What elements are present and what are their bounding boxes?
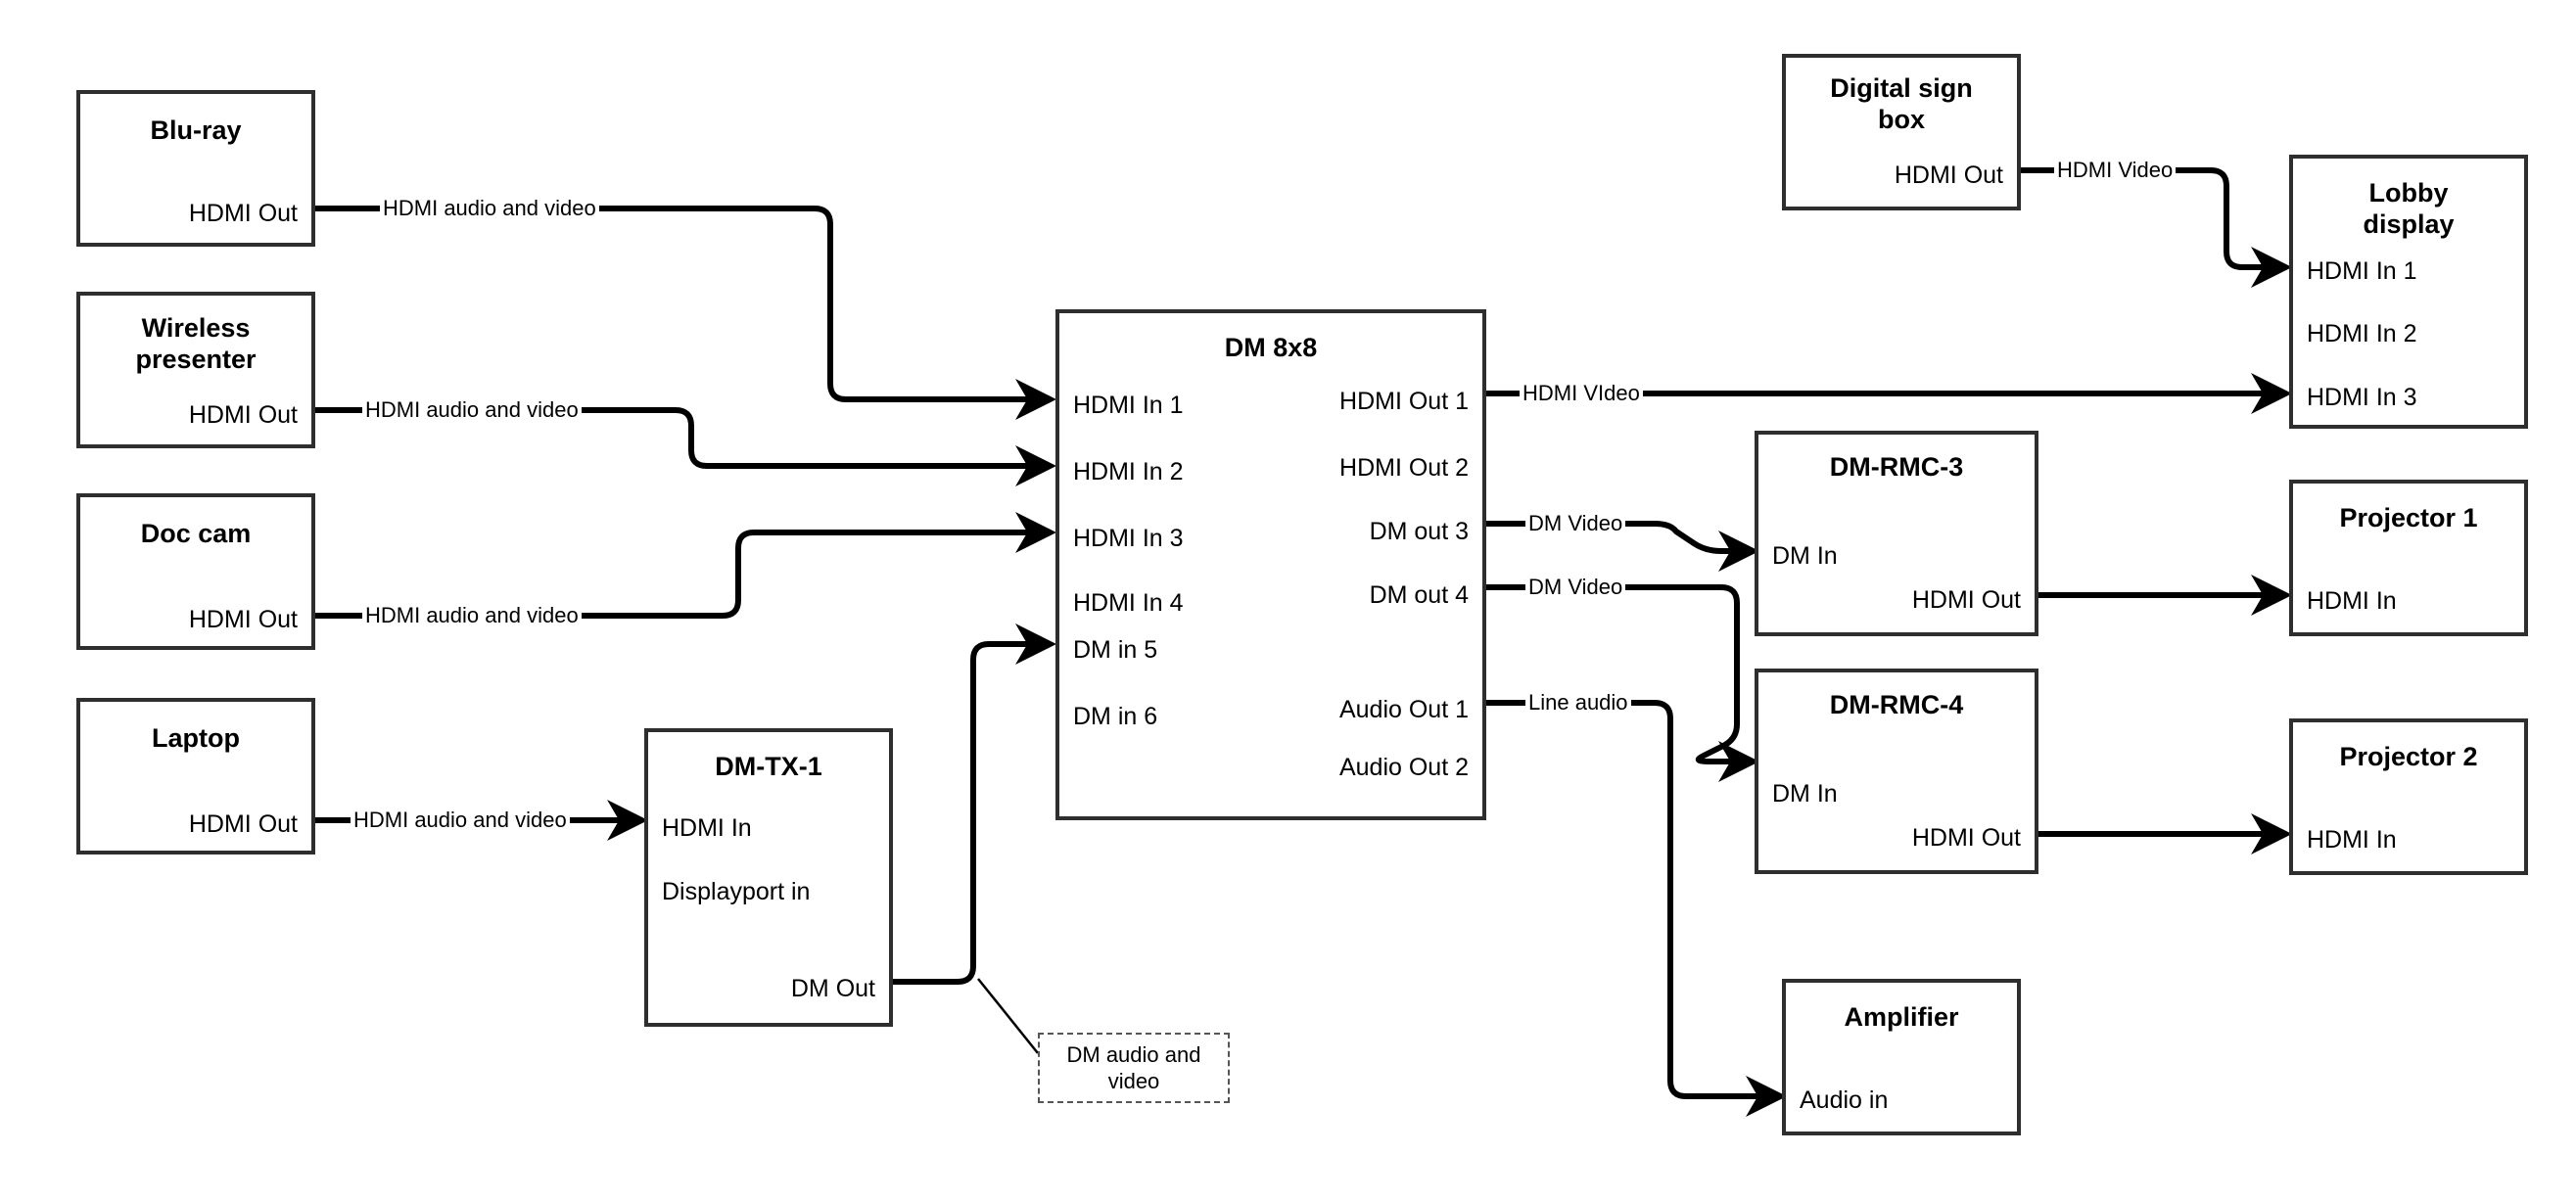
node-dm-rmc-4[interactable]: DM-RMC-4 DM In HDMI Out [1755,669,2038,874]
node-projector-2[interactable]: Projector 2 HDMI In [2289,718,2528,875]
edge-label-audio-out-1-to-amplifier: Line audio [1525,692,1631,714]
node-lobby-display-title-line1: Lobby [2368,178,2449,208]
node-digital-sign-box-port-hdmi-out[interactable]: HDMI Out [1894,162,2003,189]
node-dm-tx-1-port-dm-out[interactable]: DM Out [790,975,875,1002]
wire-dmtx1-to-dm-in-5 [893,624,1056,985]
wire-audio-out-1-to-amplifier [1486,700,1787,1117]
wire-dm-out-3-to-dmrmc3 [1486,521,1759,572]
edge-label-dm-out-3-to-dmrmc3: DM Video [1525,513,1626,534]
node-dm-8x8-port-hdmi-in-3[interactable]: HDMI In 3 [1073,525,1184,552]
edge-label-laptop-to-dmtx1: HDMI audio and video [351,809,570,831]
node-dm-tx-1-port-displayport-in[interactable]: Displayport in [662,878,811,905]
node-projector-2-port-hdmi-in[interactable]: HDMI In [2307,826,2397,854]
node-dm-8x8-port-dm-in-5[interactable]: DM in 5 [1073,636,1158,664]
wire-bluray-to-dm-hdmi-in-1 [315,206,1056,420]
node-bluray[interactable]: Blu-ray HDMI Out [76,90,315,247]
node-laptop-port-hdmi-out[interactable]: HDMI Out [188,810,298,838]
wire-doccam-to-dm-hdmi-in-3 [315,512,1056,619]
node-doc-cam-title: Doc cam [140,519,252,548]
edge-label-wireless-to-dm: HDMI audio and video [362,399,582,421]
node-digital-sign-box-title-line1: Digital sign [1830,73,1973,103]
node-projector-1[interactable]: Projector 1 HDMI In [2289,480,2528,636]
node-dm-tx-1[interactable]: DM-TX-1 HDMI In Displayport in DM Out [644,728,893,1027]
node-amplifier-title: Amplifier [1844,1002,1959,1032]
node-lobby-display-title-line2: display [2363,209,2455,239]
node-dm-rmc-4-port-hdmi-out[interactable]: HDMI Out [1911,824,2021,852]
node-dm-tx-1-title: DM-TX-1 [715,752,822,781]
node-dm-rmc-4-port-dm-in[interactable]: DM In [1772,780,1838,808]
node-dm-8x8-port-hdmi-out-1[interactable]: HDMI Out 1 [1339,388,1469,415]
node-projector-1-port-hdmi-in[interactable]: HDMI In [2307,587,2397,615]
edge-label-bluray-to-dm: HDMI audio and video [380,198,599,219]
node-dm-tx-1-port-hdmi-in[interactable]: HDMI In [662,814,752,842]
node-dm-rmc-3[interactable]: DM-RMC-3 DM In HDMI Out [1755,431,2038,636]
node-amplifier-port-audio-in[interactable]: Audio in [1800,1086,1889,1114]
node-wireless-presenter-title-line1: Wireless [141,313,251,343]
node-dm-8x8-port-dm-out-4[interactable]: DM out 4 [1369,581,1469,609]
node-dm-8x8-port-hdmi-in-1[interactable]: HDMI In 1 [1073,392,1184,419]
node-dm-8x8-port-dm-in-6[interactable]: DM in 6 [1073,703,1158,730]
node-dm-8x8-port-audio-out-1[interactable]: Audio Out 1 [1338,696,1469,723]
node-bluray-title: Blu-ray [150,115,242,145]
node-lobby-display-port-hdmi-in-1[interactable]: HDMI In 1 [2307,257,2417,285]
callout-leader-line [977,978,1039,1054]
node-dm-8x8-port-hdmi-out-2[interactable]: HDMI Out 2 [1339,454,1469,482]
node-doc-cam-port-hdmi-out[interactable]: HDMI Out [188,606,298,633]
node-lobby-display[interactable]: Lobby display HDMI In 1 HDMI In 2 HDMI I… [2289,155,2528,429]
node-bluray-port-hdmi-out[interactable]: HDMI Out [188,200,298,227]
wire-digitalsign-to-lobby-hdmi-in-1 [2019,167,2292,288]
node-dm-8x8-port-audio-out-2[interactable]: Audio Out 2 [1338,754,1469,781]
wire-dm-out-4-to-dmrmc4 [1486,584,1759,782]
edge-label-doccam-to-dm: HDMI audio and video [362,605,582,626]
node-dm-rmc-3-port-hdmi-out[interactable]: HDMI Out [1911,586,2021,614]
node-wireless-presenter-port-hdmi-out[interactable]: HDMI Out [188,401,298,429]
node-wireless-presenter[interactable]: Wireless presenter HDMI Out [76,292,315,448]
node-dm-rmc-3-port-dm-in[interactable]: DM In [1772,542,1838,570]
edge-label-dm-hdmi-out-1-to-lobby: HDMI VIdeo [1520,383,1643,404]
node-digital-sign-box[interactable]: Digital sign box HDMI Out [1782,54,2021,210]
node-dm-rmc-3-title: DM-RMC-3 [1829,452,1964,482]
node-wireless-presenter-title-line2: presenter [135,345,257,374]
node-doc-cam[interactable]: Doc cam HDMI Out [76,493,315,650]
callout-dm-audio-and-video: DM audio and video [1038,1033,1230,1103]
edge-label-dm-out-4-to-dmrmc4: DM Video [1525,577,1626,598]
node-laptop[interactable]: Laptop HDMI Out [76,698,315,855]
node-projector-2-title: Projector 2 [2339,742,2478,771]
node-dm-8x8-port-hdmi-in-4[interactable]: HDMI In 4 [1073,589,1184,617]
node-lobby-display-port-hdmi-in-3[interactable]: HDMI In 3 [2307,384,2417,411]
node-dm-8x8-title: DM 8x8 [1224,333,1318,362]
node-amplifier[interactable]: Amplifier Audio in [1782,979,2021,1135]
node-laptop-title: Laptop [152,723,240,753]
node-digital-sign-box-title-line2: box [1877,105,1925,134]
node-projector-1-title: Projector 1 [2339,503,2478,532]
node-dm-8x8-port-dm-out-3[interactable]: DM out 3 [1369,518,1469,545]
node-dm-rmc-4-title: DM-RMC-4 [1829,690,1964,719]
edge-label-digitalsign-to-lobby: HDMI Video [2054,160,2177,181]
node-lobby-display-port-hdmi-in-2[interactable]: HDMI In 2 [2307,320,2417,347]
wire-wireless-to-dm-hdmi-in-2 [315,407,1056,486]
node-dm-8x8[interactable]: DM 8x8 HDMI In 1 HDMI In 2 HDMI In 3 HDM… [1055,309,1486,820]
node-dm-8x8-port-hdmi-in-2[interactable]: HDMI In 2 [1073,458,1184,485]
